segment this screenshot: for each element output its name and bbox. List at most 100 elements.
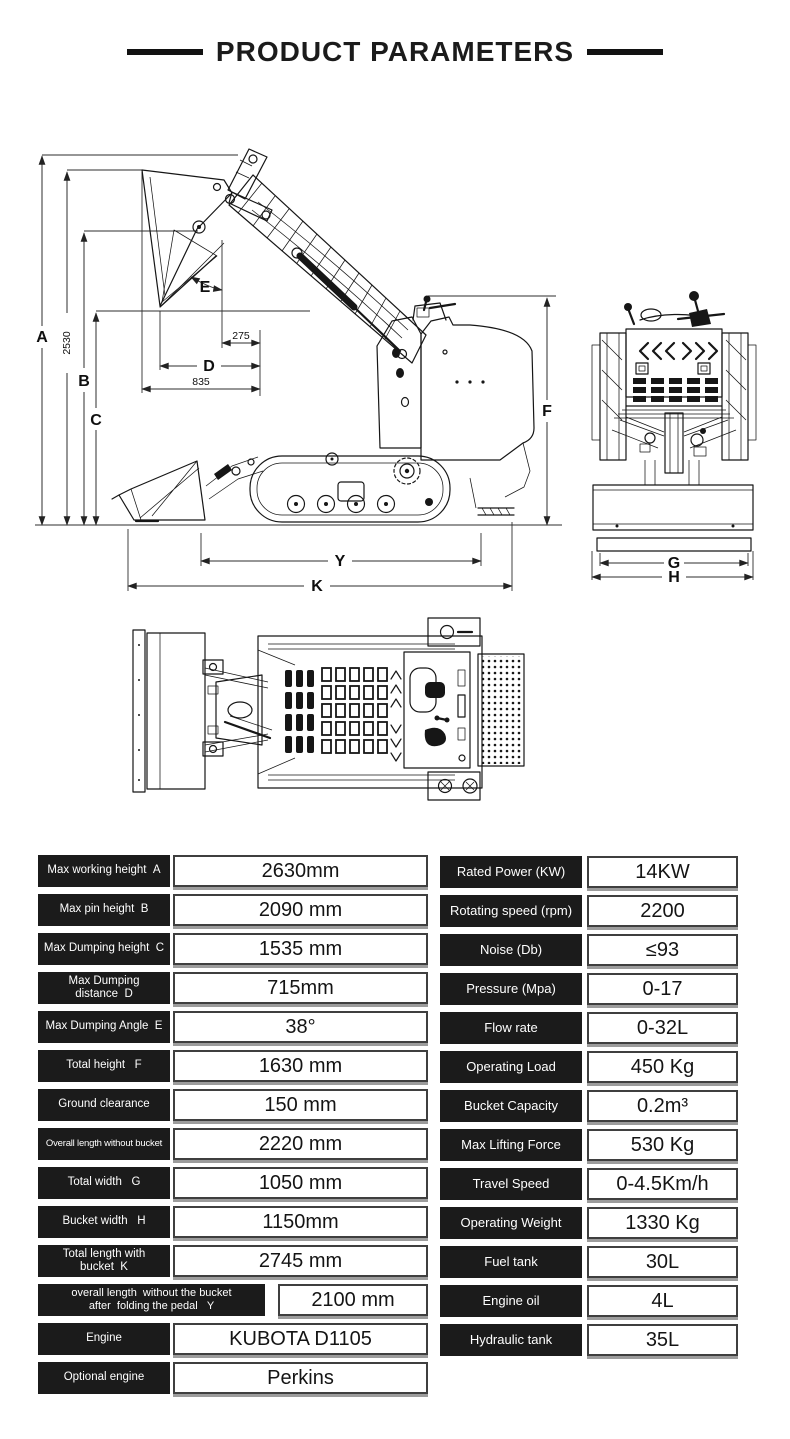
spec-label: Total width G	[38, 1167, 170, 1199]
spec-label: Travel Speed	[440, 1168, 582, 1200]
spec-label: Bucket width H	[38, 1206, 170, 1238]
spec-value: ≤93	[587, 934, 738, 966]
spec-label: overall length without the bucket after …	[38, 1284, 265, 1316]
spec-value: KUBOTA D1105	[173, 1323, 428, 1355]
page-header: PRODUCT PARAMETERS	[0, 36, 790, 68]
spec-value: 0-17	[587, 973, 738, 1005]
spec-label: Rotating speed (rpm)	[440, 895, 582, 927]
spec-value: 1050 mm	[173, 1167, 428, 1199]
spec-label: Max Dumping Angle E	[38, 1011, 170, 1043]
page-title: PRODUCT PARAMETERS	[215, 36, 575, 67]
dim-label-f: F	[542, 403, 552, 420]
spec-value: 2630mm	[173, 855, 428, 887]
dim-label-2530: 2530	[61, 331, 73, 355]
technical-drawing: A 2530 B C E 275 D 835	[35, 148, 757, 801]
vent-slots	[633, 378, 718, 402]
spec-label: Pressure (Mpa)	[440, 973, 582, 1005]
spec-label: Flow rate	[440, 1012, 582, 1044]
front-view-art	[591, 291, 757, 552]
spec-value: 14KW	[587, 856, 738, 888]
boom-rail-slots	[285, 670, 314, 753]
spec-table-performance: Rated Power (KW)14KW Rotating speed (rpm…	[440, 856, 738, 1356]
dim-label-c: C	[90, 412, 102, 429]
radiator-grid	[480, 656, 522, 764]
front-view-drawing: G H	[591, 291, 757, 586]
spec-row: Pressure (Mpa)0-17	[440, 973, 738, 1005]
spec-label: Engine	[38, 1323, 170, 1355]
spec-label: Max working height A	[38, 855, 170, 887]
machine-body-art	[376, 295, 535, 516]
spec-label: Max Lifting Force	[440, 1129, 582, 1161]
dim-label-h: H	[668, 569, 680, 586]
spec-row: overall length without the bucket after …	[38, 1284, 428, 1316]
top-view-drawing	[132, 617, 525, 801]
spec-label: Operating Load	[440, 1051, 582, 1083]
spec-value: 1330 Kg	[587, 1207, 738, 1239]
spec-value: 2090 mm	[173, 894, 428, 926]
spec-value: 1630 mm	[173, 1050, 428, 1082]
spec-value: 530 Kg	[587, 1129, 738, 1161]
spec-value: 0.2m³	[587, 1090, 738, 1122]
spec-label: Bucket Capacity	[440, 1090, 582, 1122]
lowered-bucket-art	[111, 456, 264, 523]
spec-value: 2100 mm	[278, 1284, 428, 1316]
spec-value: 0-4.5Km/h	[587, 1168, 738, 1200]
spec-value: 150 mm	[173, 1089, 428, 1121]
spec-value: 35L	[587, 1324, 738, 1356]
spec-label: Ground clearance	[38, 1089, 170, 1121]
spec-value: 4L	[587, 1285, 738, 1317]
spec-label: Total length with bucket K	[38, 1245, 170, 1277]
dim-label-y: Y	[335, 553, 346, 570]
title-rule-left	[126, 49, 203, 55]
raised-bucket-art	[141, 148, 273, 308]
spec-value: 2745 mm	[173, 1245, 428, 1277]
spec-label: Max pin height B	[38, 894, 170, 926]
spec-label: Operating Weight	[440, 1207, 582, 1239]
spec-value: 38°	[173, 1011, 428, 1043]
dim-label-a: A	[36, 329, 48, 346]
spec-row: Rotating speed (rpm)2200	[440, 895, 738, 927]
dim-label-275: 275	[232, 330, 250, 342]
dim-label-b: B	[78, 373, 90, 390]
dim-label-g: G	[668, 555, 680, 572]
deck-grate	[321, 667, 388, 754]
boom-art	[228, 174, 427, 364]
spec-value: 450 Kg	[587, 1051, 738, 1083]
spec-label: Hydraulic tank	[440, 1324, 582, 1356]
spec-label: Max Dumping distance D	[38, 972, 170, 1004]
spec-label: Optional engine	[38, 1362, 170, 1394]
spec-label: Noise (Db)	[440, 934, 582, 966]
spec-value: 0-32L	[587, 1012, 738, 1044]
spec-row: Noise (Db)≤93	[440, 934, 738, 966]
spec-label: Overall length without bucket	[38, 1128, 170, 1160]
track-art	[249, 452, 451, 523]
spec-row: Rated Power (KW)14KW	[440, 856, 738, 888]
spec-label: Max Dumping height C	[38, 933, 170, 965]
spec-label: Engine oil	[440, 1285, 582, 1317]
spec-value: Perkins	[173, 1362, 428, 1394]
spec-value: 715mm	[173, 972, 428, 1004]
dim-label-835: 835	[192, 376, 210, 388]
dim-label-e: E	[200, 279, 211, 296]
spec-label: Rated Power (KW)	[440, 856, 582, 888]
spec-label: Fuel tank	[440, 1246, 582, 1278]
